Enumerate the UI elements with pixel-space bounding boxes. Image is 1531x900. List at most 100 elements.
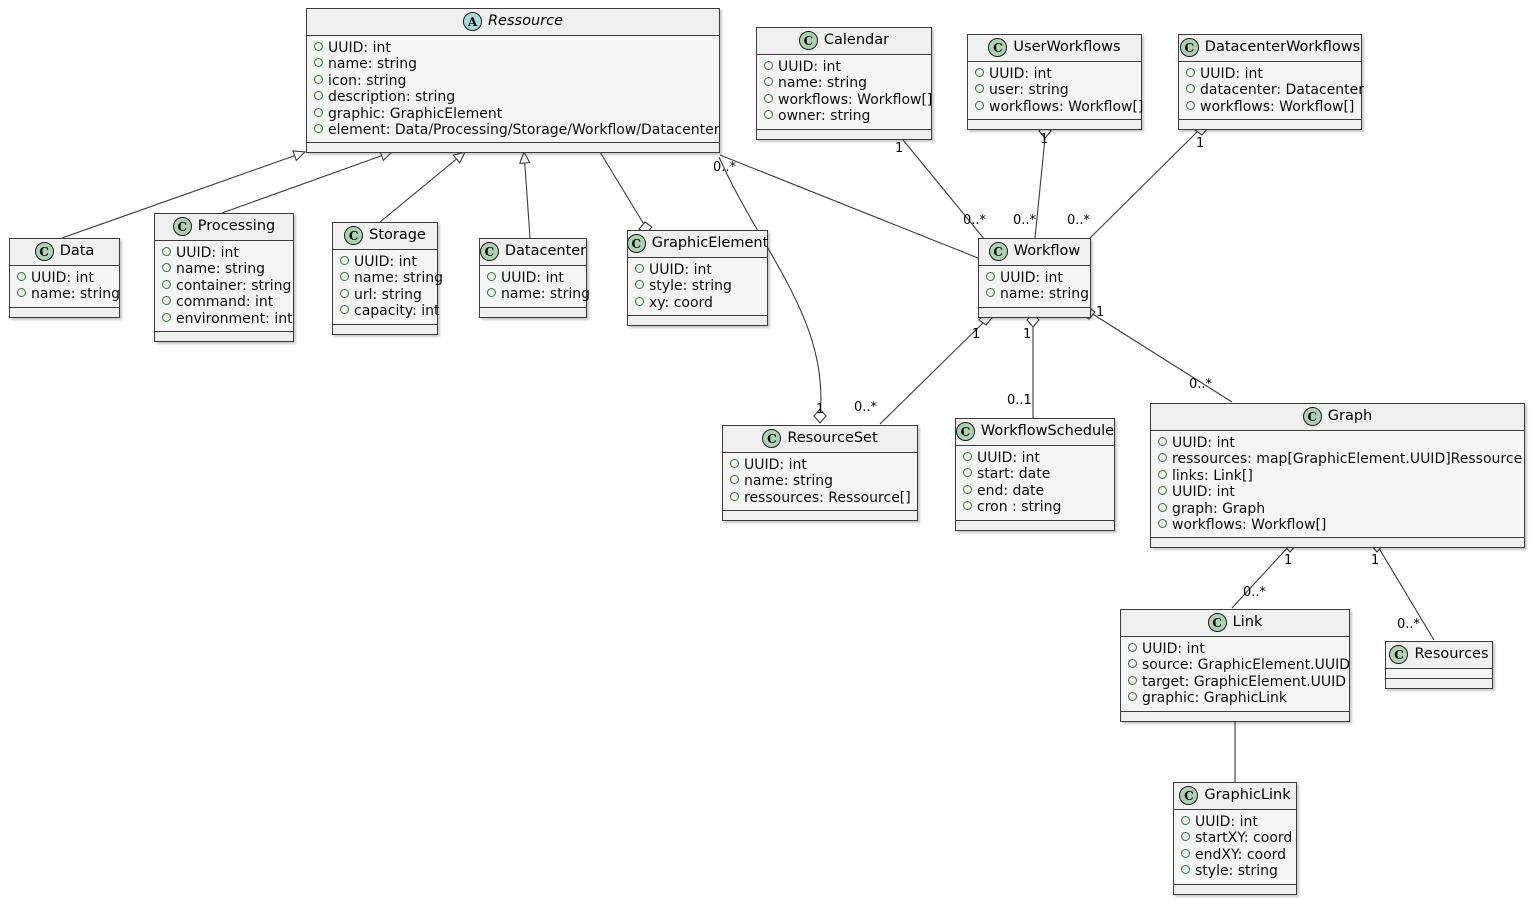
class-icon: C (1389, 645, 1409, 664)
attribute-text: UUID: int (176, 245, 239, 261)
class-icon: C (626, 234, 646, 253)
visibility-public-icon (986, 272, 995, 281)
visibility-public-icon (340, 305, 349, 315)
attribute-text: target: GraphicElement.UUID (1142, 673, 1347, 690)
attribute-text: UUID: int (354, 254, 417, 270)
class-methods-calendar (757, 129, 931, 139)
class-methods-userworkflows (968, 120, 1141, 130)
visibility-public-icon (635, 296, 644, 306)
attribute-row: workflows: Workflow[] (975, 99, 1143, 115)
multiplicity-label: 0..* (1013, 213, 1037, 228)
visibility-public-icon (730, 475, 739, 485)
attribute-text: capacity: int (354, 303, 440, 320)
class-methods-workflowschedule (956, 520, 1114, 530)
attribute-text: UUID: int (1000, 270, 1063, 286)
attribute-row: graphic: GraphicElement (314, 106, 712, 122)
visibility-public-icon (314, 58, 323, 68)
visibility-public-icon (314, 107, 323, 117)
attribute-text: UUID: int (1200, 66, 1263, 82)
edge-processing-ressource (221, 150, 394, 214)
multiplicity-label: 0..* (1397, 617, 1421, 632)
attribute-row: UUID: int (1186, 66, 1354, 82)
attribute-text: UUID: int (31, 270, 94, 286)
attribute-text: description: string (328, 89, 456, 106)
attribute-text: end: date (977, 482, 1045, 499)
class-name-resources: Resources (1414, 646, 1489, 663)
visibility-public-icon (17, 272, 26, 281)
attribute-text: UUID: int (744, 457, 807, 473)
class-box-resources[interactable]: C Resources (1385, 641, 1493, 689)
attribute-row: name: string (730, 473, 910, 489)
visibility-public-icon (1128, 692, 1137, 702)
attribute-text: ressources: Ressource[] (744, 489, 911, 506)
visibility-public-icon (162, 247, 171, 256)
edge-datacenter-ressource (518, 150, 531, 239)
attribute-text: xy: coord (649, 294, 713, 311)
attribute-row: UUID: int (764, 59, 924, 75)
attribute-row: UUID: int (975, 66, 1134, 82)
attribute-text: start: date (977, 466, 1051, 483)
class-attributes-resources (1386, 669, 1492, 679)
attribute-row: container: string (162, 278, 291, 294)
class-icon: C (479, 242, 499, 261)
attribute-row: url: string (340, 287, 430, 303)
attribute-text: owner: string (778, 108, 871, 125)
visibility-public-icon (963, 468, 972, 478)
visibility-public-icon (1128, 659, 1137, 669)
visibility-public-icon (1128, 643, 1137, 652)
multiplicity-label: 0..* (1189, 377, 1213, 392)
visibility-public-icon (635, 280, 644, 290)
attribute-text: cron : string (977, 499, 1062, 516)
attribute-row: capacity: int (340, 303, 440, 319)
class-methods-graphicelement (628, 316, 767, 326)
attribute-row: UUID: int (986, 270, 1083, 286)
attribute-text: style: string (649, 278, 732, 295)
class-methods-link (1121, 711, 1349, 721)
attribute-row: endXY: coord (1181, 847, 1289, 863)
attribute-row: UUID: int (730, 457, 910, 473)
visibility-public-icon (1158, 502, 1167, 512)
attribute-text: workflows: Workflow[] (1200, 98, 1355, 115)
visibility-public-icon (764, 61, 773, 70)
class-name-datacenterworkflows: DatacenterWorkflows (1204, 39, 1361, 56)
attribute-row: environment: int (162, 311, 293, 327)
multiplicity-label: 0..* (854, 400, 878, 415)
visibility-public-icon (340, 256, 349, 265)
attribute-row: startXY: coord (1181, 830, 1292, 846)
class-methods-graphiclink (1174, 884, 1296, 894)
attribute-row: UUID: int (162, 245, 286, 261)
attribute-row: owner: string (764, 108, 924, 124)
attribute-text: style: string (1195, 863, 1278, 880)
visibility-public-icon (1128, 675, 1137, 685)
class-methods-processing (155, 332, 293, 342)
attribute-text: name: string (328, 56, 418, 73)
class-header-resources: C Resources (1386, 642, 1492, 669)
class-icon: C (172, 217, 192, 236)
class-icon: C (955, 422, 975, 441)
multiplicity-label: 0..* (963, 213, 987, 228)
